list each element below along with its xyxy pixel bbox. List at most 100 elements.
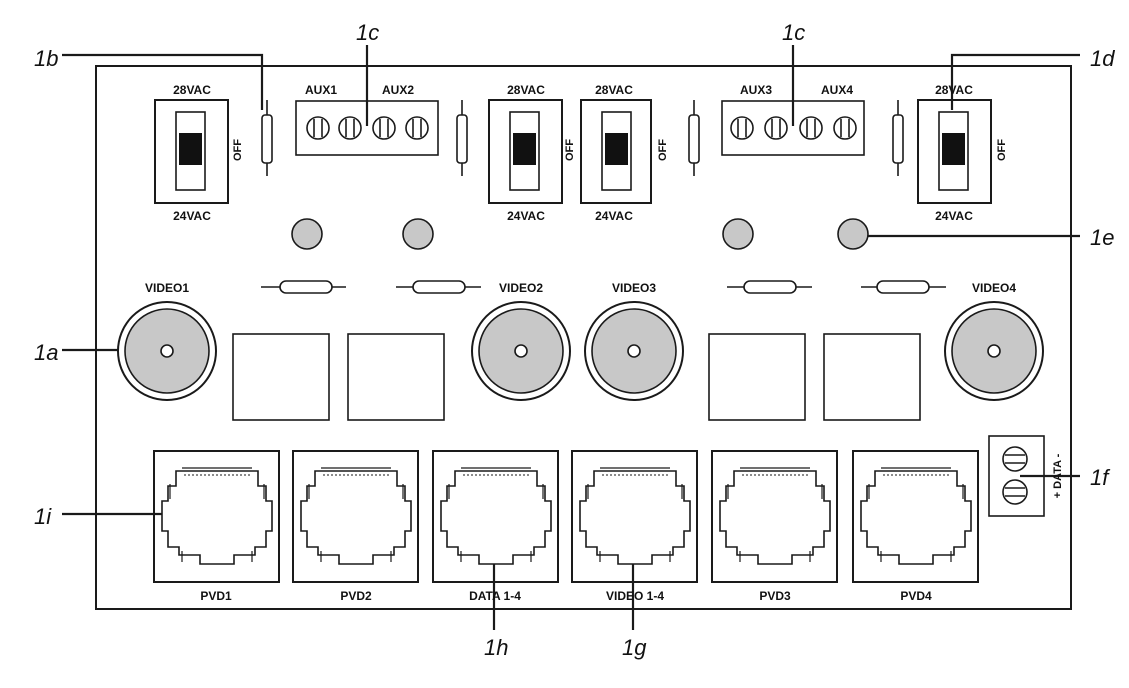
aux3-label: AUX3 [740,83,772,97]
callout-1g: 1g [622,635,647,660]
rj45-jack-icon [571,450,698,583]
video3-connector: VIDEO3 [584,281,684,401]
pvd4-label: PVD4 [900,589,932,603]
square-components [232,333,921,421]
transformer-block [708,333,806,421]
video2-connector: VIDEO2 [471,281,571,401]
aux-block-left: AUX1 AUX2 [295,83,439,156]
switch-3-top-label: 28VAC [595,83,633,97]
switch-3-slider [605,133,628,165]
transformer-block [347,333,445,421]
callout-leaders [62,45,1080,630]
switch-1-bottom-label: 24VAC [173,209,211,223]
switch-1: 28VAC 24VAC OFF [154,83,244,223]
data-port-label: DATA 1-4 [469,589,521,603]
led-icon [402,218,434,250]
switch-2-off-label: OFF [564,139,576,161]
fuse-icon [892,100,904,176]
bnc-pin-icon [514,344,528,358]
bnc-pin-icon [160,344,174,358]
resistor-icon [861,280,946,294]
leader-1b [62,53,264,110]
fuse-icon [688,100,700,176]
bnc-pin-icon [627,344,641,358]
led-icon [837,218,869,250]
pvd1-label: PVD1 [200,589,232,603]
video-port-label: VIDEO 1-4 [606,589,664,603]
rj45-jack-icon [292,450,419,583]
switch-4: 28VAC 24VAC OFF [917,83,1008,223]
aux2-label: AUX2 [382,83,414,97]
screw-terminal-icon [730,116,754,140]
pvd2-port: PVD2 [292,450,419,603]
rj45-jack-icon [852,450,979,583]
bnc-pin-icon [987,344,1001,358]
switch-1-slider [179,133,202,165]
fuse-icon [456,100,468,176]
switch-1-off-label: OFF [232,139,244,161]
switch-1-top-label: 28VAC [173,83,211,97]
pvd1-port: PVD1 [153,450,280,603]
switch-2: 28VAC 24VAC OFF [488,83,576,223]
rj45-jack-icon [153,450,280,583]
pvd3-label: PVD3 [759,589,791,603]
video-port: VIDEO 1-4 [571,450,698,603]
pvd2-label: PVD2 [340,589,372,603]
switch-2-slider [513,133,536,165]
switch-2-top-label: 28VAC [507,83,545,97]
resistor-icon [396,280,481,294]
screw-terminal-icon [799,116,823,140]
callout-1c-left: 1c [356,20,379,45]
pvd3-port: PVD3 [711,450,838,603]
resistors [261,280,946,294]
callout-1i: 1i [34,504,52,529]
switch-4-off-label: OFF [996,139,1008,161]
data-terminal-label: + DATA - [1052,453,1064,498]
callout-1c-right: 1c [782,20,805,45]
fuse-icon [261,100,273,176]
switch-3: 28VAC 24VAC OFF [580,83,669,223]
callout-1b: 1b [34,46,58,71]
aux1-label: AUX1 [305,83,337,97]
screw-terminal-icon [338,116,362,140]
fuses [261,100,904,176]
aux-block-right: AUX3 AUX4 [721,83,865,156]
screw-terminal-icon [1002,446,1028,472]
data-port: DATA 1-4 [432,450,559,603]
callout-1f: 1f [1090,465,1111,490]
pvd4-port: PVD4 [852,450,979,603]
screw-terminal-icon [306,116,330,140]
video4-connector: VIDEO4 [944,281,1044,401]
rj45-jack-icon [711,450,838,583]
callout-1d: 1d [1090,46,1115,71]
switch-4-top-label: 28VAC [935,83,973,97]
screw-terminal-icon [372,116,396,140]
transformer-block [232,333,330,421]
switch-4-bottom-label: 24VAC [935,209,973,223]
leader-1d [950,53,1080,110]
video3-label: VIDEO3 [612,281,656,295]
board-outline [95,65,1072,610]
screw-terminal-icon [405,116,429,140]
leds [291,218,869,250]
switch-3-bottom-label: 24VAC [595,209,633,223]
callout-1h: 1h [484,635,508,660]
led-icon [722,218,754,250]
resistor-icon [261,280,346,294]
switch-3-off-label: OFF [657,139,669,161]
data-terminal-block: + DATA - [988,435,1064,517]
switch-2-bottom-label: 24VAC [507,209,545,223]
led-icon [291,218,323,250]
callout-1a: 1a [34,340,58,365]
aux4-label: AUX4 [821,83,853,97]
video1-connector: VIDEO1 [117,281,217,401]
rj45-jack-icon [432,450,559,583]
switch-4-slider [942,133,965,165]
callout-1e: 1e [1090,225,1114,250]
resistor-icon [727,280,812,294]
transformer-block [823,333,921,421]
screw-terminal-icon [833,116,857,140]
video1-label: VIDEO1 [145,281,189,295]
video4-label: VIDEO4 [972,281,1016,295]
